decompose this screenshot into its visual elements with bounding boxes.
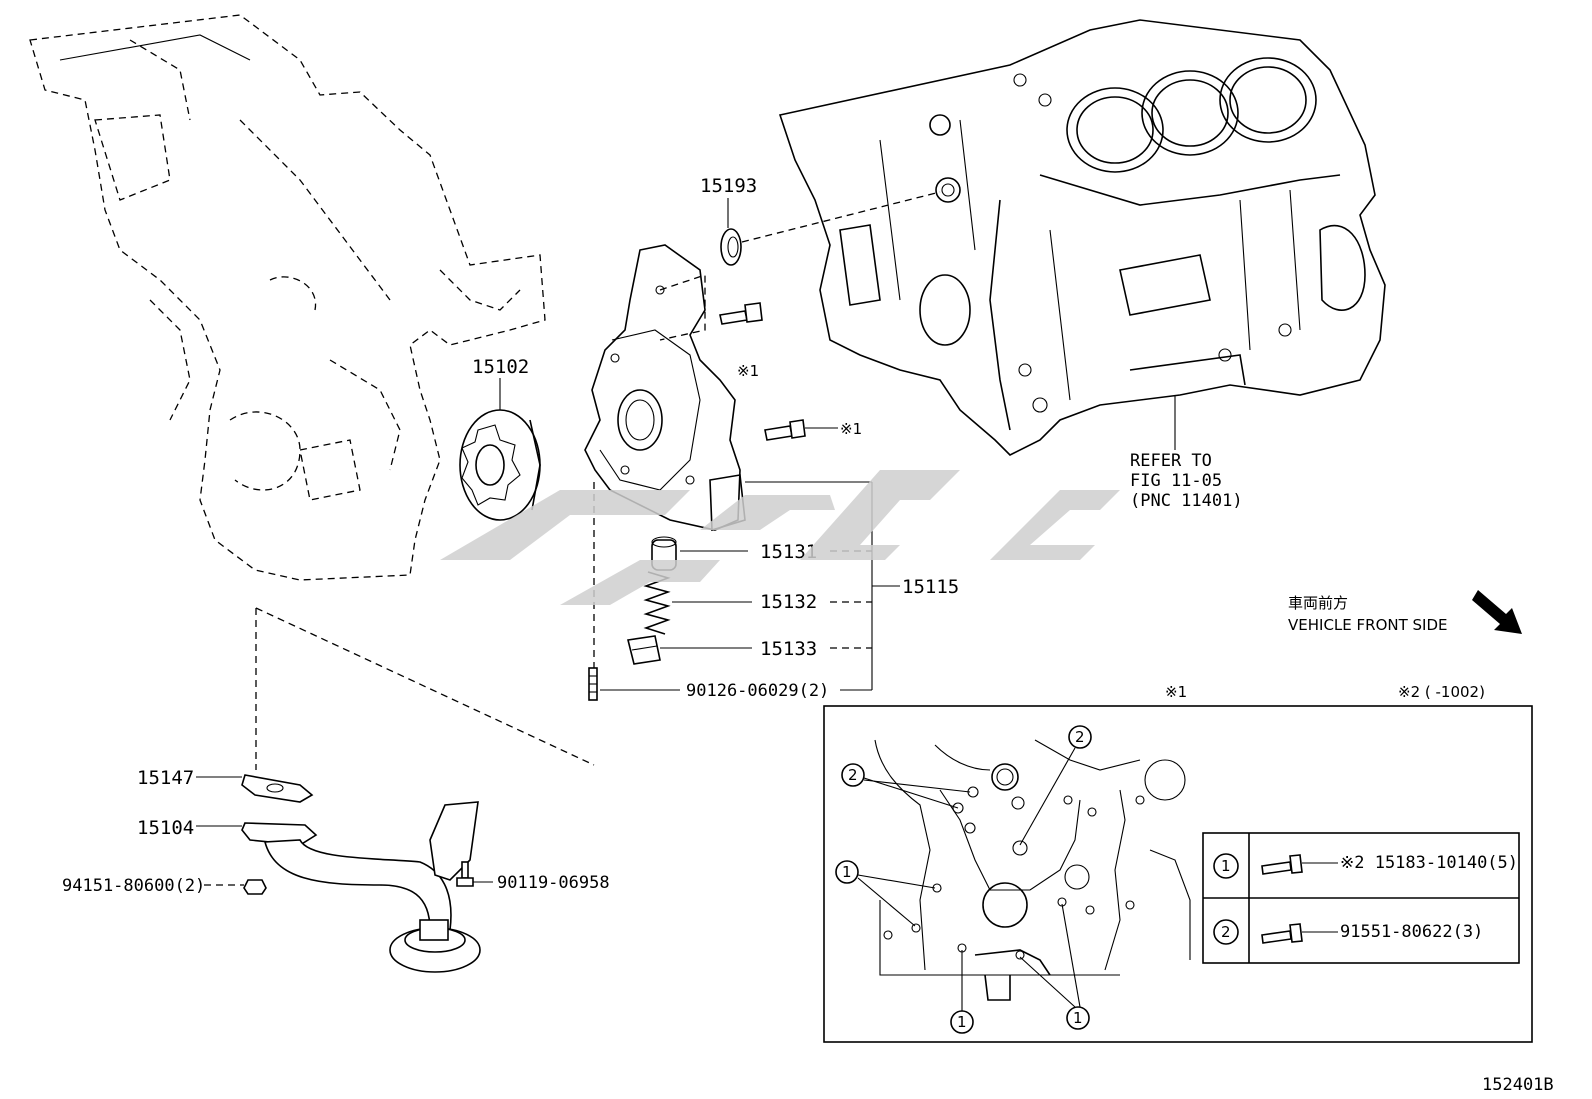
label-90119: 90119-06958 (497, 873, 610, 893)
label-15193: 15193 (700, 175, 757, 197)
strainer-leader-lines (196, 776, 493, 886)
label-94151: 94151-80600(2) (62, 876, 205, 896)
stud-90126 (588, 667, 598, 701)
oil-pump-body-15115 (584, 244, 746, 532)
bolt-table (1202, 832, 1520, 964)
inset-mark2: ※2 ( -1002) (1398, 683, 1485, 701)
inset-pump-drawing (874, 739, 1191, 1001)
callout-1-c: 1 (1073, 1009, 1083, 1027)
refer-line2: FIG 11-05 (1130, 471, 1222, 491)
watermark-logo (440, 470, 1120, 605)
timing-cover-drawing (29, 14, 546, 581)
callout-1-b: 1 (957, 1013, 967, 1031)
label-15147: 15147 (137, 767, 194, 789)
cylinder-block-drawing (778, 19, 1386, 456)
label-15104: 15104 (137, 817, 194, 839)
inset-mark1: ※1 (1165, 683, 1187, 701)
label-15102: 15102 (472, 356, 529, 378)
callout-1-a: 1 (842, 863, 852, 881)
callout-2-b: 2 (1075, 728, 1085, 746)
front-side-en: VEHICLE FRONT SIDE (1288, 616, 1448, 634)
oil-strainer-15104 (241, 801, 481, 973)
nut-94151 (243, 879, 267, 895)
callout-2-a: 2 (848, 766, 858, 784)
strainer-guide-line (255, 607, 595, 766)
inset-callouts (835, 725, 1092, 1034)
front-side-jp: 車両前方 (1288, 594, 1348, 612)
inset-frame (823, 705, 1533, 1043)
pump-bolt-lower (764, 419, 838, 441)
table-callout-1: 1 (1221, 857, 1231, 875)
refer-line3: (PNC 11401) (1130, 491, 1243, 511)
plug-15133 (627, 635, 661, 665)
gasket-15147 (241, 774, 314, 803)
seal-guide-line (741, 191, 941, 243)
table-callout-2: 2 (1221, 923, 1231, 941)
mark1-upper: ※1 (737, 362, 759, 380)
label-90126: 90126-06029(2) (686, 681, 829, 701)
mark1-lower: ※1 (840, 420, 862, 438)
pump-bolt-upper (719, 302, 763, 325)
refer-line1: REFER TO (1130, 451, 1212, 471)
figure-code: 152401B (1482, 1075, 1554, 1095)
oil-pump-rotor-15102 (459, 378, 541, 521)
label-15115: 15115 (902, 576, 959, 598)
bolt-90119 (456, 861, 474, 887)
table-part-2: 91551-80622(3) (1340, 922, 1483, 942)
table-part-1: ※2 15183-10140(5) (1340, 853, 1518, 873)
label-15133: 15133 (760, 638, 817, 660)
oil-seal-15193 (720, 198, 742, 266)
front-direction-arrow-icon (1472, 590, 1522, 634)
label-15132: 15132 (760, 591, 817, 613)
